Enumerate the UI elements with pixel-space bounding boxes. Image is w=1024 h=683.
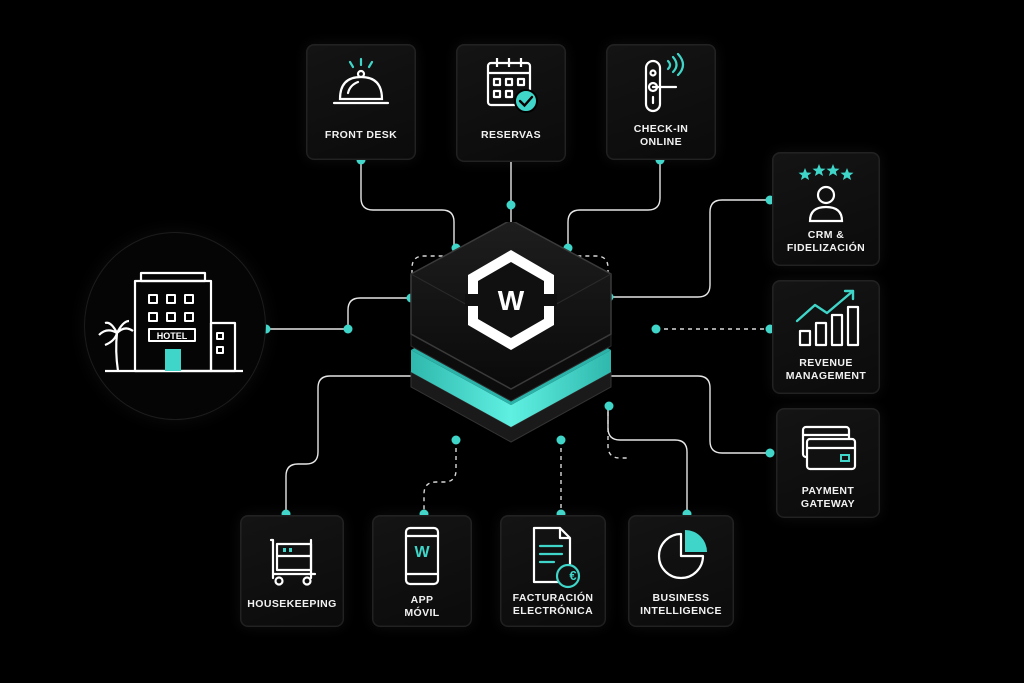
module-reservas[interactable]: RESERVAS <box>456 44 566 162</box>
facturacion-label-line2: ELECTRÓNICA <box>512 605 594 617</box>
pie-chart-icon <box>657 530 707 580</box>
app-logo-letter: W <box>414 544 430 561</box>
cleaning-cart-icon <box>269 538 317 586</box>
connector-checkin <box>567 160 661 248</box>
connector-dashed-left <box>411 255 456 298</box>
revenue-label-line1: REVENUE <box>799 357 853 369</box>
module-checkin-online[interactable]: CHECK-IN ONLINE <box>606 44 716 160</box>
smartphone-icon <box>404 526 440 586</box>
module-app-movil[interactable]: W APP MÓVIL <box>372 515 472 627</box>
crm-label-line1: CRM & <box>807 229 845 241</box>
user-stars-icon <box>798 164 854 223</box>
facturacion-label-line1: FACTURACIÓN <box>512 592 594 604</box>
module-business-intelligence[interactable]: BUSINESS INTELLIGENCE <box>628 515 734 627</box>
revenue-label-line2: MANAGEMENT <box>785 370 867 382</box>
connector-payment <box>610 375 770 454</box>
checkin-label-line2: ONLINE <box>639 136 683 148</box>
service-bell-icon <box>332 57 390 105</box>
housekeeping-label: HOUSEKEEPING <box>247 598 337 610</box>
module-crm-fidelizacion[interactable]: CRM & FIDELIZACIÓN <box>772 152 880 266</box>
app-label-line1: APP <box>410 594 434 606</box>
credit-cards-icon <box>801 425 857 471</box>
reservas-label: RESERVAS <box>481 129 541 141</box>
connector-dashed-right <box>568 255 609 298</box>
module-facturacion-electronica[interactable]: € FACTURACIÓN ELECTRÓNICA <box>500 515 606 627</box>
hub-logo-icon <box>465 250 557 350</box>
module-front-desk[interactable]: FRONT DESK <box>306 44 416 160</box>
connector-hotel <box>266 297 411 330</box>
payment-label-line1: PAYMENT <box>801 485 855 497</box>
hotel-building: HOTEL <box>84 232 266 420</box>
connector-housekeeping <box>285 375 411 515</box>
module-revenue-management[interactable]: REVENUE MANAGEMENT <box>772 280 880 394</box>
connector-crm <box>610 199 770 298</box>
connector-bi <box>607 406 688 515</box>
module-housekeeping[interactable]: HOUSEKEEPING <box>240 515 344 627</box>
checkin-label-line1: CHECK-IN <box>633 123 689 135</box>
smart-lock-icon <box>644 53 685 113</box>
bi-label-line1: BUSINESS <box>652 592 710 604</box>
connector-app <box>423 440 457 515</box>
hotel-icon: HOTEL <box>98 271 243 373</box>
app-label-line2: MÓVIL <box>404 607 440 619</box>
module-payment-gateway[interactable]: PAYMENT GATEWAY <box>776 408 880 518</box>
growth-chart-icon <box>795 289 860 347</box>
crm-label-line2: FIDELIZACIÓN <box>786 242 866 254</box>
bi-label-line2: INTELLIGENCE <box>640 605 722 617</box>
front-desk-label: FRONT DESK <box>324 129 398 141</box>
hub-logo-letter: W <box>498 285 525 316</box>
payment-label-line2: GATEWAY <box>800 498 856 510</box>
calendar-check-icon <box>486 58 538 113</box>
invoice-euro-icon <box>532 526 581 589</box>
hotel-sign: HOTEL <box>157 331 188 341</box>
connector-front-desk <box>360 160 455 248</box>
central-hub: W <box>410 222 612 443</box>
euro-symbol: € <box>569 568 577 583</box>
connector-bi-dashed <box>607 404 630 459</box>
